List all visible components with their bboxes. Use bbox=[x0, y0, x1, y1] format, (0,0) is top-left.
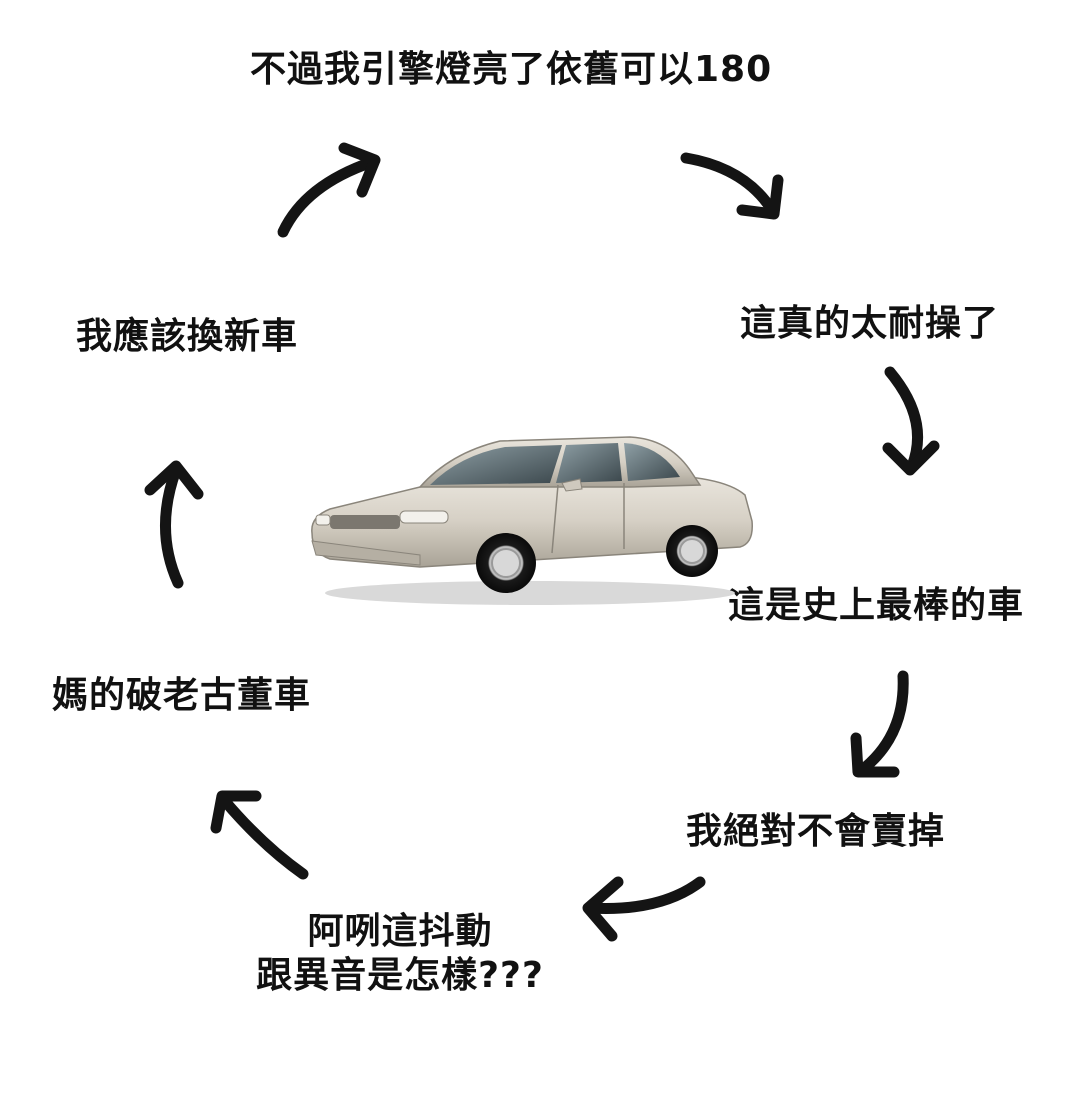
curved-arrow-icon bbox=[882, 366, 940, 476]
cycle-step-top: 不過我引擎燈亮了依舊可以180 bbox=[250, 49, 773, 90]
cycle-step-bottom: 阿咧這抖動 跟異音是怎樣??? bbox=[245, 910, 555, 998]
curved-arrow-icon bbox=[582, 876, 706, 942]
sedan-car-icon bbox=[311, 436, 753, 605]
cycle-step-left-2: 媽的破老古董車 bbox=[52, 675, 312, 716]
curved-arrow-icon bbox=[680, 152, 784, 220]
cycle-step-right-3: 我絕對不會賣掉 bbox=[686, 811, 946, 852]
cycle-step-bottom-line-2: 跟異音是怎樣??? bbox=[256, 955, 544, 996]
sedan-car-image bbox=[300, 425, 760, 610]
cycle-step-bottom-line-1: 阿咧這抖動 bbox=[307, 911, 493, 952]
curved-arrow-icon bbox=[277, 142, 381, 238]
curved-arrow-icon bbox=[144, 460, 204, 589]
cycle-step-right-1: 這真的太耐操了 bbox=[740, 303, 1000, 344]
curved-arrow-icon bbox=[850, 670, 909, 778]
cycle-step-right-2: 這是史上最棒的車 bbox=[728, 585, 1025, 626]
curved-arrow-icon bbox=[210, 790, 309, 880]
cycle-step-left-1: 我應該換新車 bbox=[76, 316, 299, 357]
